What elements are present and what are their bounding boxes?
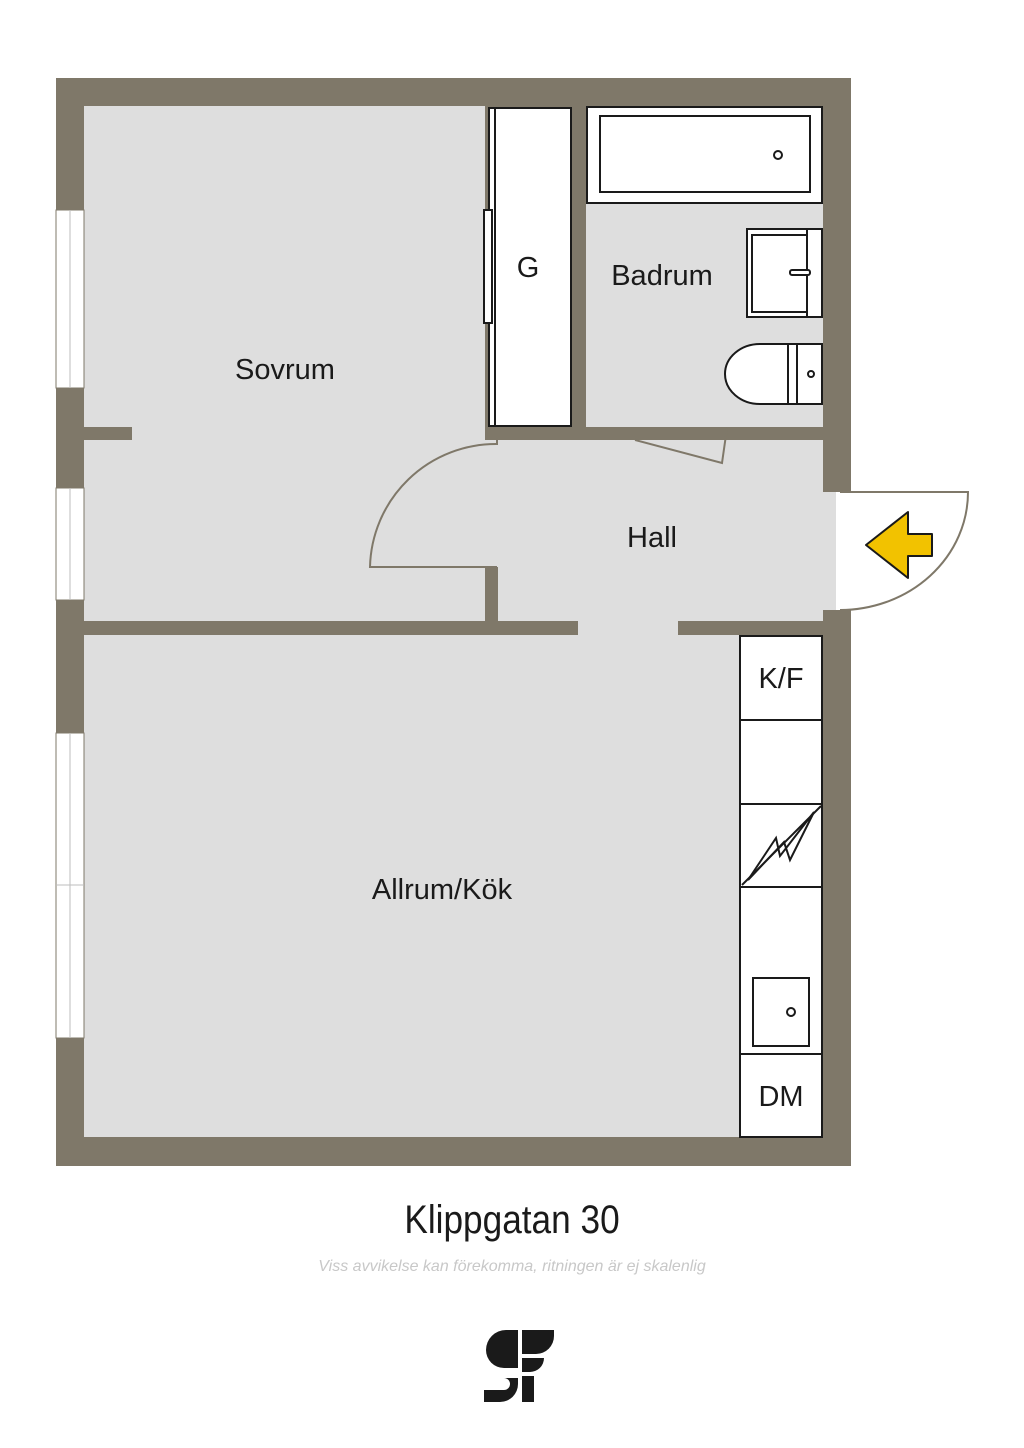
door-badrum: [634, 427, 728, 465]
room-label-badrum: Badrum: [611, 260, 713, 292]
floor-allrum: [84, 635, 823, 1137]
floor-passage: [578, 618, 678, 638]
room-label-allrum-kok: Allrum/Kök: [372, 874, 513, 906]
toilet: [724, 343, 823, 405]
windows: [55, 209, 85, 1039]
room-label-hall: Hall: [627, 522, 677, 554]
wardrobe: [483, 107, 572, 427]
bathroom-sink: [746, 228, 823, 318]
fixture-label-kyl-frys: K/F: [758, 663, 803, 695]
floor-hall-left: [485, 440, 499, 567]
room-label-sovrum: Sovrum: [235, 354, 335, 386]
bathtub: [586, 106, 823, 204]
door-sovrum: [368, 440, 498, 568]
kitchen-sink: [752, 977, 810, 1047]
entrance-arrow-icon: [865, 511, 933, 579]
fixture-label-diskmaskin: DM: [758, 1081, 803, 1113]
room-label-garderob: G: [517, 252, 540, 284]
kitchen-counter: [739, 635, 823, 1138]
disclaimer-text: Viss avvikelse kan förekomma, ritningen …: [318, 1258, 706, 1275]
logo-icon: [484, 1330, 554, 1402]
floor-hall: [497, 440, 823, 621]
floors: [84, 106, 853, 1137]
floor-plan: Sovrum G Badrum Hall Allrum/Kök K/F DM: [55, 78, 970, 1166]
address-title: Klippgatan 30: [404, 1198, 620, 1242]
stove-icon: [741, 805, 822, 886]
floor-sovrum: [84, 106, 485, 621]
